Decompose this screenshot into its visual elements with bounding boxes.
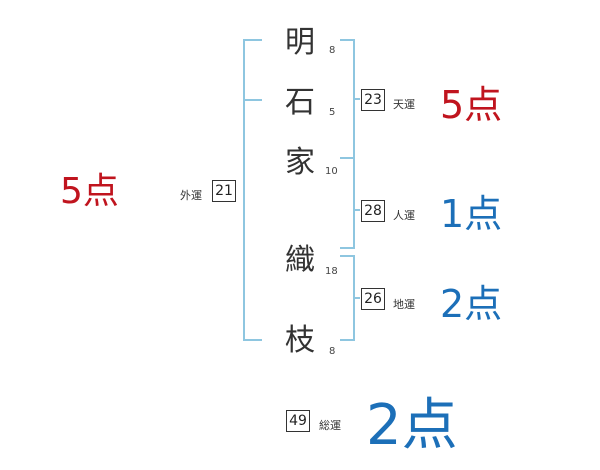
jinun-value-box: 28 xyxy=(361,200,385,222)
chiun-value-box: 26 xyxy=(361,288,385,310)
stroke-count-3: 10 xyxy=(325,166,338,177)
name-char-4: 織 xyxy=(285,243,315,278)
stroke-count-1: 8 xyxy=(329,45,336,56)
stroke-count-4: 18 xyxy=(325,266,338,277)
gaiun-bracket xyxy=(243,39,262,341)
gaiun-value-box: 21 xyxy=(212,180,236,202)
name-char-1: 明 xyxy=(285,25,315,60)
souun-label: 総運 xyxy=(319,419,341,432)
chiun-label: 地運 xyxy=(393,298,415,311)
souun-score: 2点 xyxy=(366,393,458,458)
stroke-count-5: 8 xyxy=(329,346,336,357)
stroke-count-2: 5 xyxy=(329,107,336,118)
jinun-label: 人運 xyxy=(393,209,415,222)
tenun-value-box: 23 xyxy=(361,89,385,111)
gaiun-score: 5点 xyxy=(60,171,119,212)
name-char-2: 石 xyxy=(285,85,315,120)
name-char-5: 枝 xyxy=(285,323,315,358)
name-char-3: 家 xyxy=(285,145,315,180)
souun-value-box: 49 xyxy=(286,410,310,432)
gaiun-label: 外運 xyxy=(180,189,202,202)
tenun-bracket xyxy=(340,39,355,159)
tenun-label: 天運 xyxy=(393,98,415,111)
tenun-score: 5点 xyxy=(440,83,503,127)
jinun-score: 1点 xyxy=(440,192,503,236)
chiun-bracket xyxy=(340,255,355,341)
jinun-bracket xyxy=(340,157,355,249)
chiun-score: 2点 xyxy=(440,282,503,326)
